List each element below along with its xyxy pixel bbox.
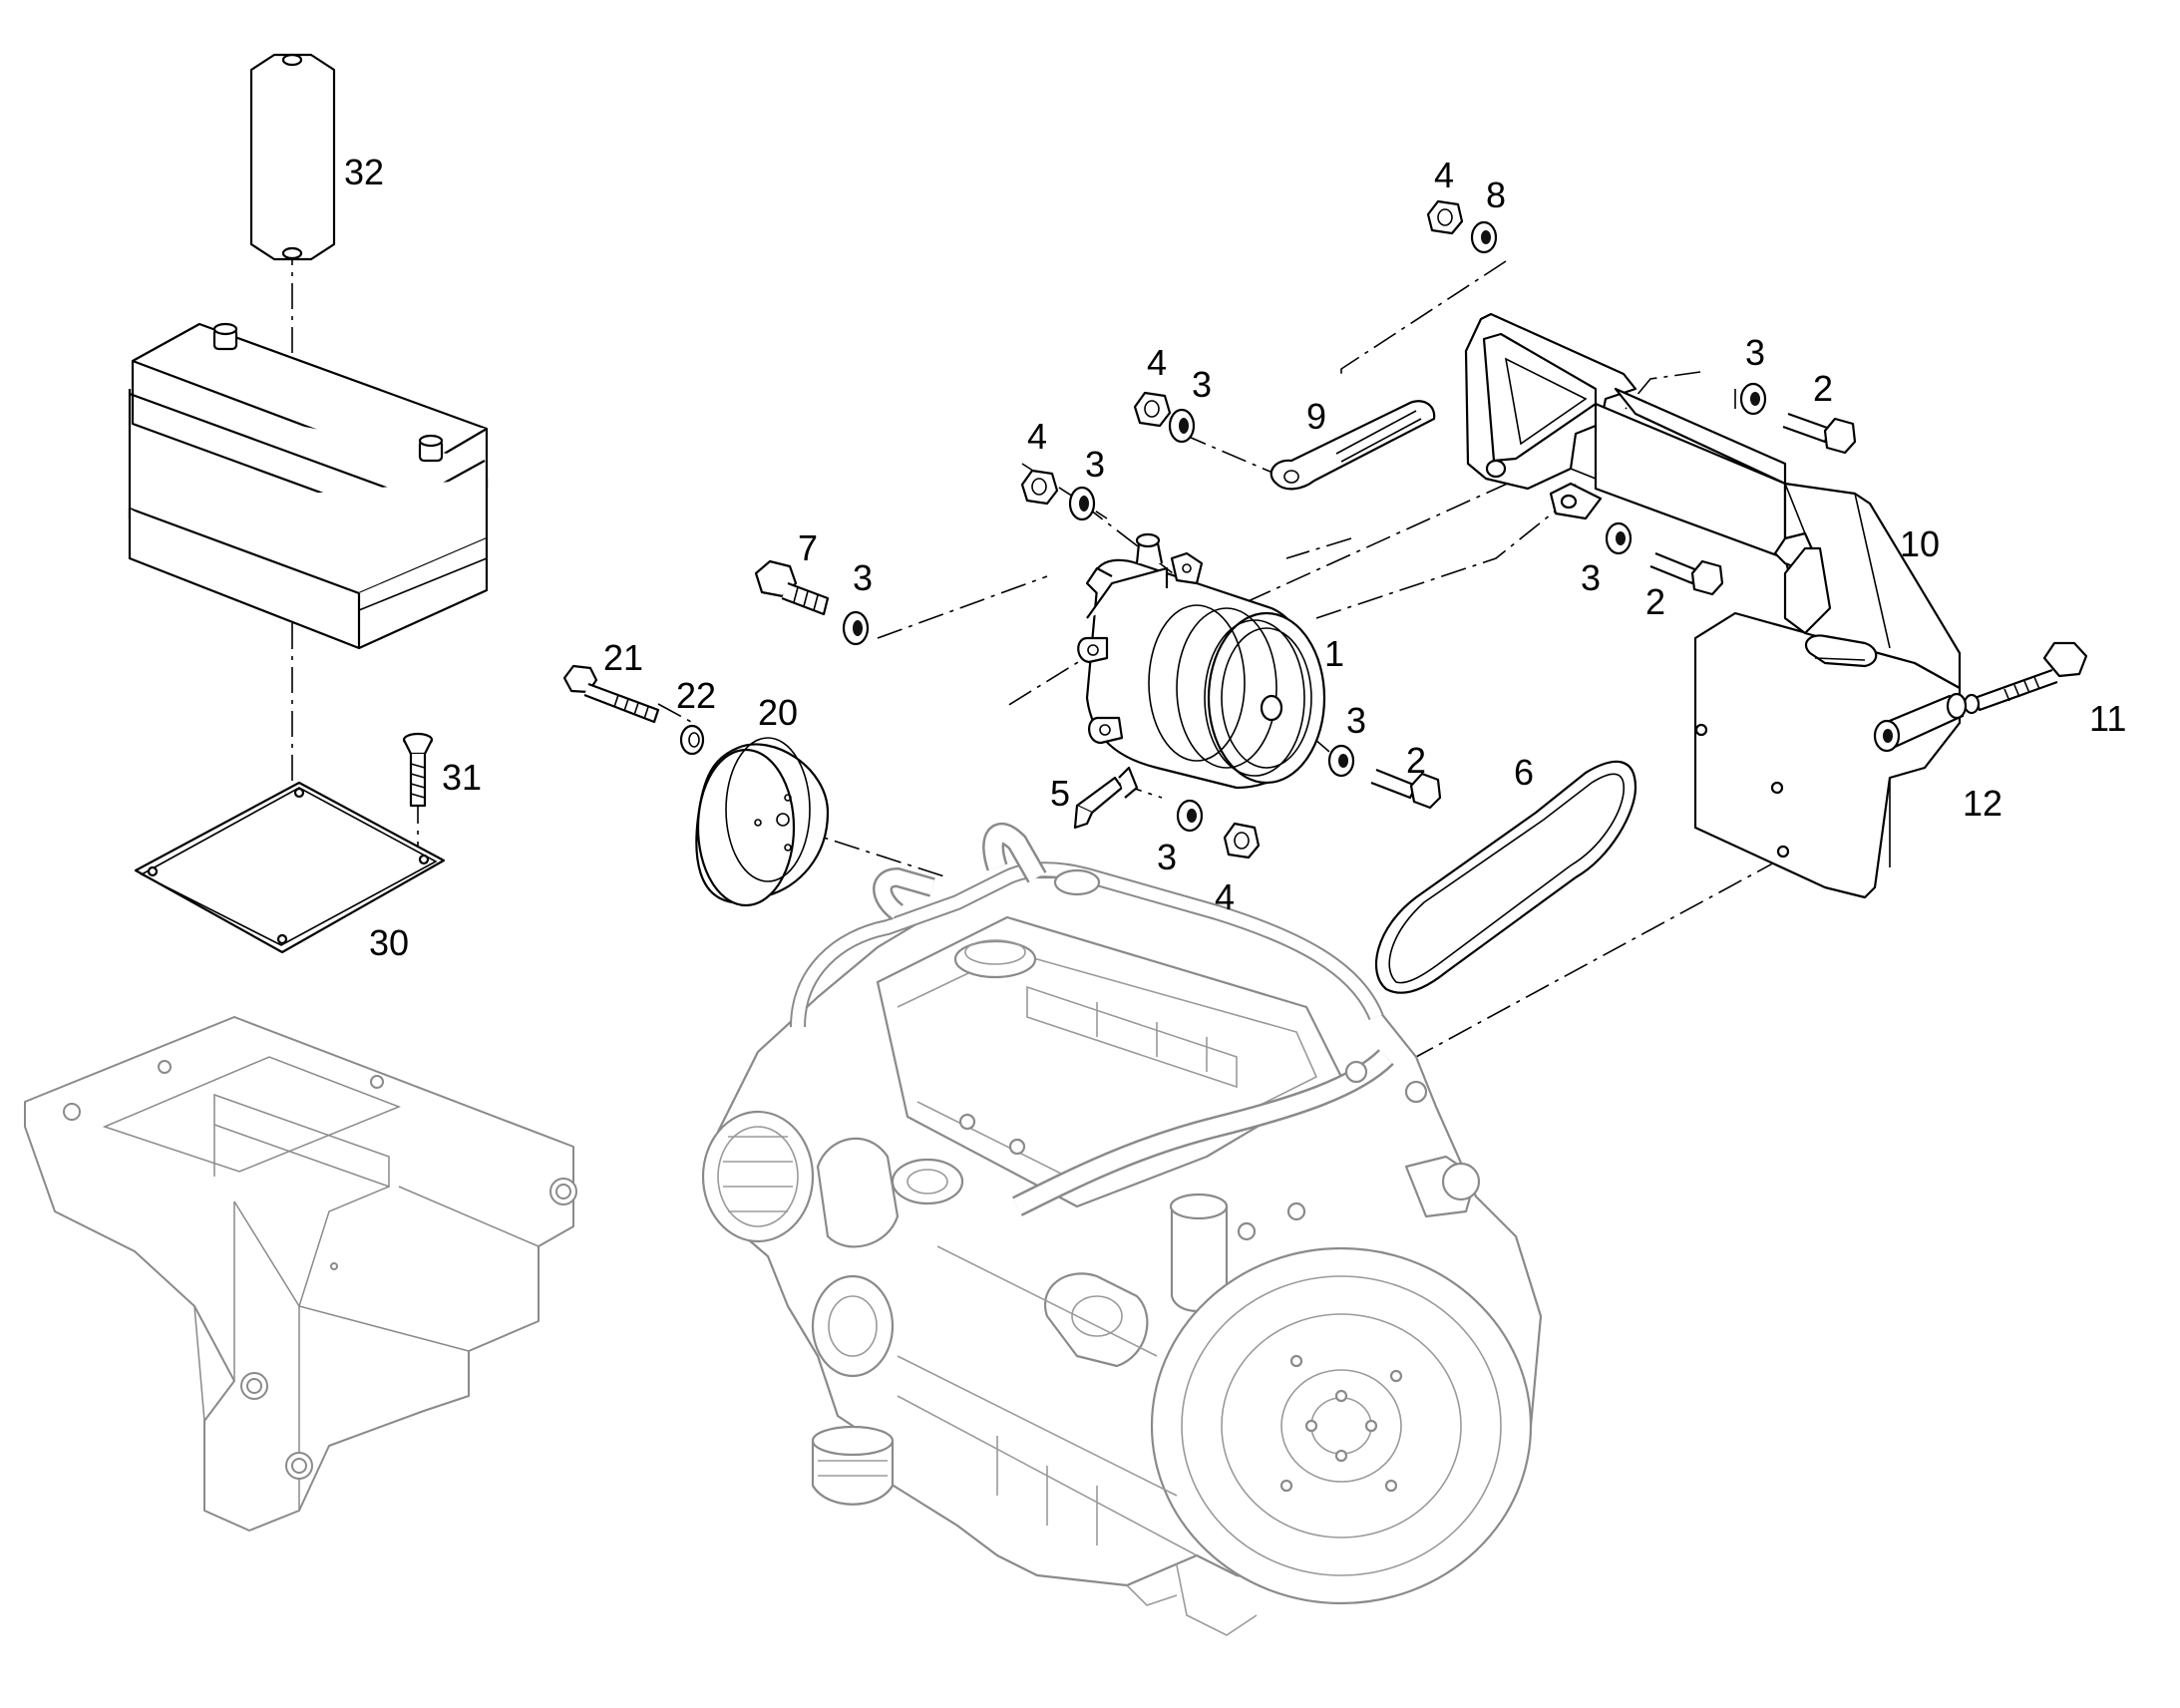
callout-10: 10	[1900, 523, 1940, 564]
battery-plate-part	[134, 781, 446, 954]
washer-part-3-right-mid	[1327, 744, 1355, 778]
callout-8: 8	[1486, 174, 1506, 215]
callout-3-mid-right: 3	[1581, 557, 1601, 598]
compressor-part	[1077, 532, 1326, 790]
screw-part-31	[402, 732, 434, 808]
callout-5: 5	[1050, 773, 1070, 814]
washer-part-3-upper	[1168, 408, 1196, 444]
callout-20: 20	[758, 692, 798, 733]
callout-32: 32	[344, 152, 384, 192]
callout-3-upper-right: 3	[1745, 332, 1765, 373]
battery-part	[128, 322, 489, 650]
callout-11: 11	[2089, 698, 2126, 739]
bolt-part-21	[562, 664, 660, 724]
callout-3-mid: 3	[1346, 700, 1366, 741]
bolt-part-2-mid-right	[1649, 551, 1724, 596]
washer-part-22	[679, 724, 705, 756]
adjusting-link-part-9	[1270, 400, 1436, 491]
nut-part-4-upper-left	[1020, 469, 1059, 506]
callout-3-upper: 3	[1192, 364, 1212, 405]
callout-4-top: 4	[1434, 155, 1454, 195]
callout-1: 1	[1324, 633, 1344, 674]
callout-22: 22	[676, 675, 716, 716]
callout-6: 6	[1514, 752, 1534, 793]
callout-3-upper-left: 3	[1085, 444, 1105, 485]
washer-part-3-upper-right	[1739, 382, 1767, 416]
pulley-part	[695, 737, 830, 907]
callout-12: 12	[1963, 783, 2002, 824]
spacer-part-12	[1873, 692, 1968, 753]
nut-part-4-top	[1426, 199, 1464, 235]
callout-3-lower: 3	[1157, 837, 1177, 877]
washer-part-3-left	[842, 610, 870, 646]
callout-labels: 32 31 30 21 22 20 7 3 4 3 4 3 9 4 8 3 2 …	[344, 152, 2126, 963]
washer-part-3-upper-left	[1068, 486, 1096, 521]
callout-4-upper-left: 4	[1027, 416, 1047, 457]
callout-31: 31	[442, 757, 482, 798]
battery-tray-part	[24, 1016, 577, 1532]
washer-part-8	[1470, 220, 1498, 254]
callout-4-upper: 4	[1147, 342, 1167, 383]
callout-21: 21	[603, 637, 643, 678]
callout-2-mid-right: 2	[1645, 581, 1665, 622]
washer-part-3-mid-right	[1605, 521, 1633, 555]
bolt-part-7	[754, 559, 830, 616]
bolt-part-2-mid	[1370, 768, 1442, 810]
bolt-part-2-upper-right	[1782, 412, 1857, 455]
washer-part-3-lower	[1176, 799, 1204, 833]
battery-cover-part	[249, 53, 336, 261]
callout-30: 30	[369, 922, 409, 963]
callout-3-left: 3	[853, 557, 873, 598]
callout-2-mid: 2	[1406, 740, 1426, 781]
bolt-part-11	[1963, 641, 2088, 715]
callout-4-lower: 4	[1215, 876, 1235, 917]
engine-assembly	[701, 823, 1543, 1636]
belt-part-6	[1374, 760, 1637, 994]
nut-part-4-upper	[1133, 391, 1172, 428]
clip-part-5	[1073, 766, 1139, 830]
bracket-part-10	[1464, 312, 1962, 899]
nut-part-4-lower	[1223, 822, 1261, 859]
callout-2-upper-right: 2	[1813, 368, 1833, 409]
callout-7: 7	[798, 527, 818, 568]
callout-9: 9	[1306, 396, 1326, 437]
